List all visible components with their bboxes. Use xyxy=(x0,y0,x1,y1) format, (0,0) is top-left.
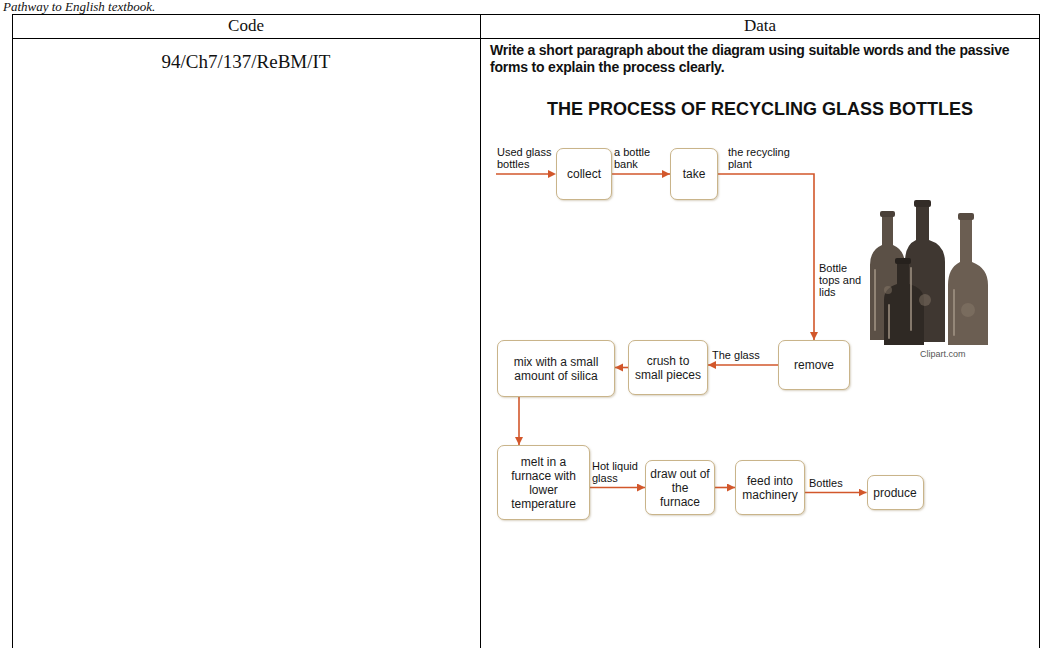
arrow-label: Bottles xyxy=(809,477,867,489)
process-label: mix with a small amount of silica xyxy=(502,355,610,383)
flow-arrow xyxy=(615,367,628,369)
source-note: Pathway to English textbook. xyxy=(3,0,155,13)
process-box: produce xyxy=(867,475,924,510)
flow-arrow xyxy=(612,173,670,175)
process-label: collect xyxy=(561,167,607,181)
arrow-label: a bottle bank xyxy=(614,146,669,170)
arrow-label: Hot liquid glass xyxy=(592,460,644,484)
process-label: take xyxy=(675,167,713,181)
process-label: produce xyxy=(872,486,919,500)
flow-arrow xyxy=(708,364,778,366)
input-arrow xyxy=(496,170,556,178)
process-box: crush to small pieces xyxy=(628,340,708,395)
process-label: crush to small pieces xyxy=(633,354,703,382)
table-header: Data xyxy=(480,14,1040,38)
flow-arrow xyxy=(715,487,735,489)
task-instruction: Write a short paragraph about the diagra… xyxy=(490,42,1036,76)
process-box: feed into machinery xyxy=(735,460,805,515)
flow-arrow xyxy=(805,492,867,494)
removed-items-label: Bottle tops and lids xyxy=(819,262,865,298)
process-label: feed into machinery xyxy=(740,474,800,502)
bottles-illustration xyxy=(870,200,988,345)
flow-arrow xyxy=(590,487,645,489)
table-header: Code xyxy=(12,14,480,38)
process-label: draw out of the furnace xyxy=(650,467,710,509)
flow-arrow xyxy=(718,174,814,340)
diagram-title: THE PROCESS OF RECYCLING GLASS BOTTLES xyxy=(480,98,1040,120)
arrow-label: The glass xyxy=(712,349,776,361)
flow-arrow xyxy=(518,397,520,445)
process-box: take xyxy=(670,148,718,200)
process-box: remove xyxy=(778,340,850,390)
process-box: draw out of the furnace xyxy=(645,460,715,515)
process-box: mix with a small amount of silica xyxy=(497,340,615,397)
process-box: collect xyxy=(556,148,612,200)
data-code: 94/Ch7/137/ReBM/IT xyxy=(12,50,480,74)
process-label: remove xyxy=(783,358,845,372)
image-credit: Clipart.com xyxy=(920,349,1000,360)
process-box: melt in a furnace with lower temperature xyxy=(497,445,590,520)
input-label: Used glass bottles xyxy=(497,146,555,170)
arrow-label: the recycling plant xyxy=(728,146,808,170)
table-lines xyxy=(12,14,1040,648)
process-label: melt in a furnace with lower temperature xyxy=(502,455,585,511)
